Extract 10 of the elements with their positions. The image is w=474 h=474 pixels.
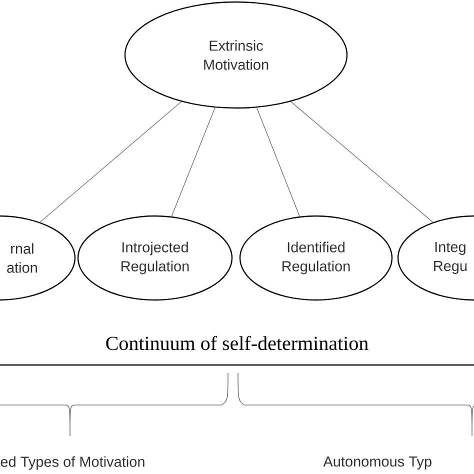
connector-line (40, 101, 182, 222)
brace-label: Autonomous Typ (323, 456, 432, 470)
ellipse-node: Identified Regulation (239, 215, 393, 301)
axis-title: Continuum of self-determination (106, 336, 368, 350)
connector-line (171, 107, 216, 217)
brace-label: ed Types of Motivation (0, 456, 144, 470)
ellipse-node: Introjected Regulation (77, 215, 233, 301)
connector-line (290, 101, 434, 223)
ellipse-node: Extrinsic Motivation (124, 1, 348, 109)
connector-line (256, 107, 300, 217)
